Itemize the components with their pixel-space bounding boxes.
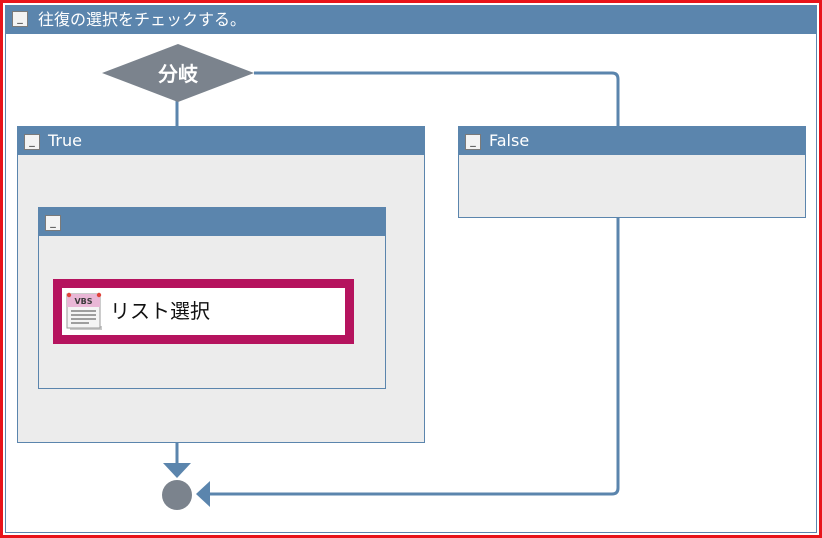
false-collapse-button[interactable]: _	[465, 134, 481, 150]
false-branch-block[interactable]: _ False	[458, 126, 806, 218]
list-select-activity[interactable]: VBS リスト選択	[53, 279, 354, 344]
main-collapse-button[interactable]: _	[12, 11, 28, 27]
arrow-left-icon	[196, 481, 210, 507]
activity-label: リスト選択	[110, 299, 210, 323]
vbs-script-icon: VBS	[66, 292, 102, 330]
true-collapse-button[interactable]: _	[24, 134, 40, 150]
sequence-collapse-button[interactable]: _	[45, 215, 61, 231]
true-branch-title: True	[48, 131, 82, 150]
sequence-header[interactable]: _	[39, 208, 385, 236]
main-block-title: 往復の選択をチェックする。	[38, 10, 247, 29]
connector-false-end	[210, 218, 620, 496]
false-branch-title: False	[489, 131, 530, 150]
false-branch-header[interactable]: _ False	[459, 127, 805, 155]
main-block-header[interactable]: _ 往復の選択をチェックする。	[6, 6, 816, 34]
decision-label[interactable]: 分岐	[158, 62, 198, 86]
end-node	[162, 480, 192, 510]
arrow-down-icon	[163, 463, 191, 478]
true-branch-header[interactable]: _ True	[18, 127, 424, 155]
vbs-icon-text: VBS	[74, 297, 92, 306]
connector-decision-false	[254, 71, 620, 126]
decision-diamond	[102, 44, 254, 102]
